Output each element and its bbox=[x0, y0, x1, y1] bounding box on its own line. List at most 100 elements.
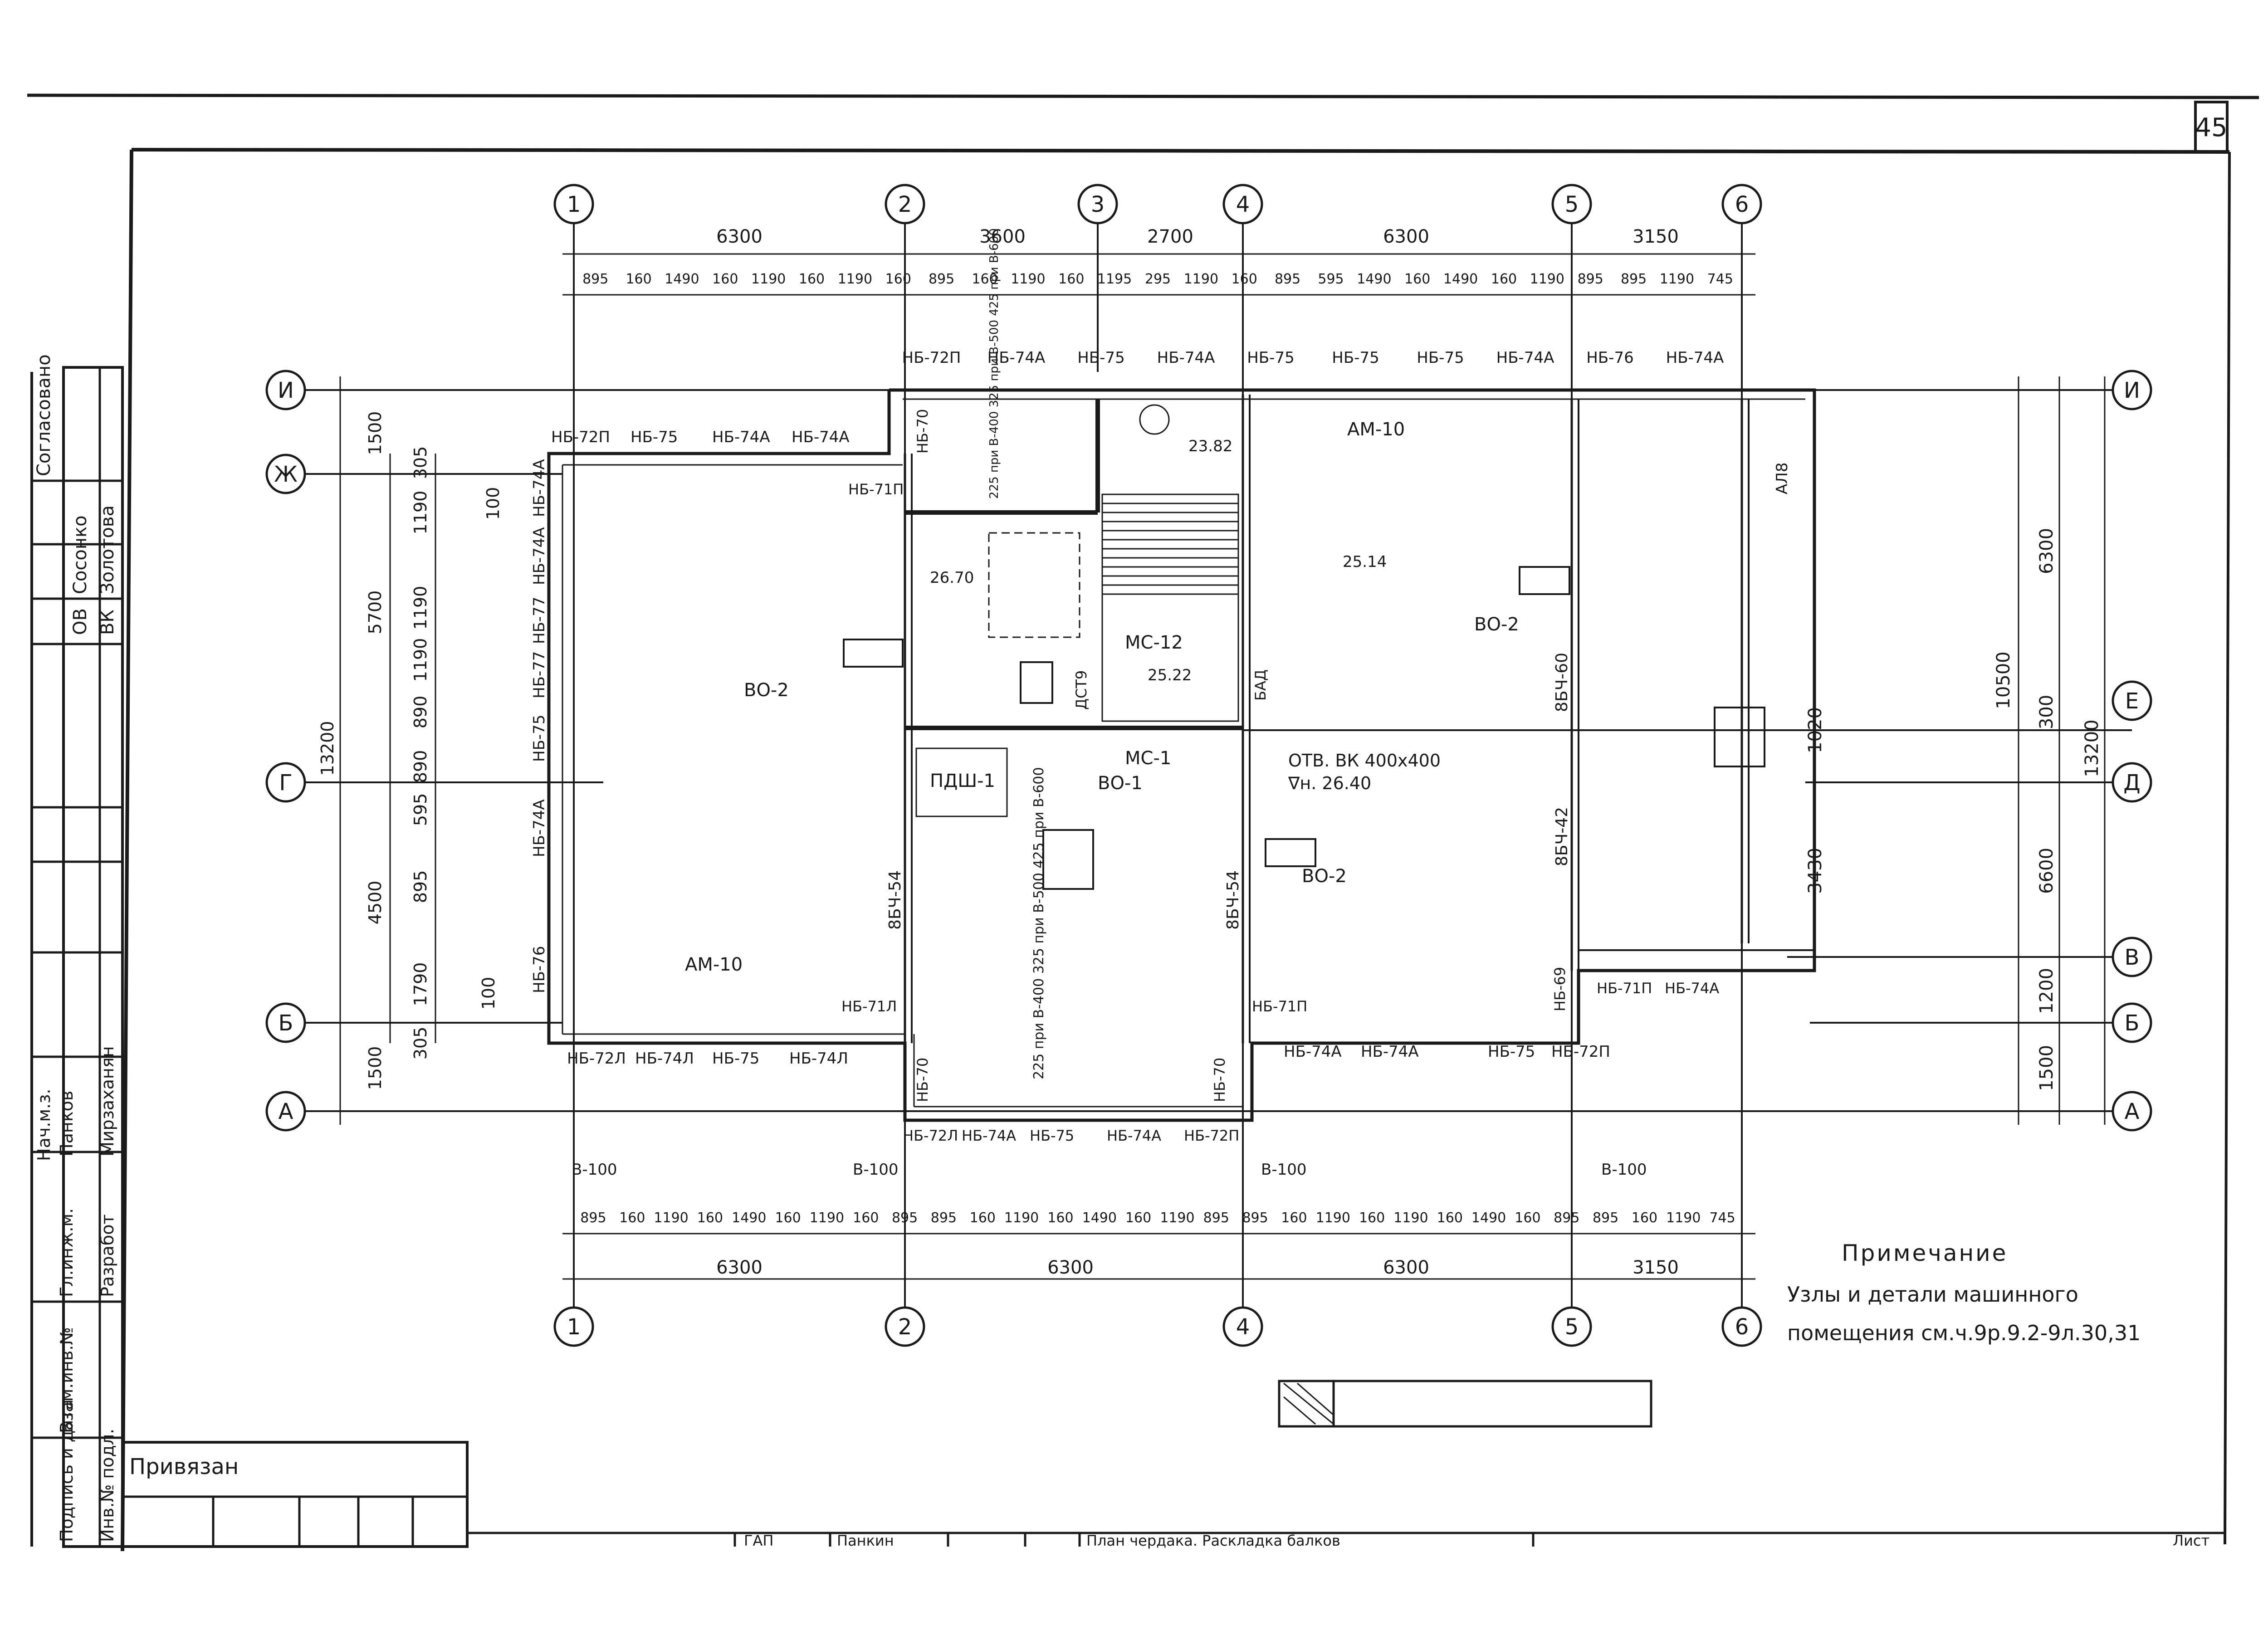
stamp-glav: Гл.инж.м. bbox=[57, 1208, 77, 1297]
dim-top-minor-21: 1490 bbox=[1443, 271, 1478, 287]
dim-bottom-minor-15: 160 bbox=[1125, 1210, 1151, 1226]
dim-bottom-minor-30: 745 bbox=[1709, 1210, 1735, 1226]
beam-top-8: НБ-74А bbox=[1496, 349, 1554, 367]
dim-right-13200: 13200 bbox=[2082, 719, 2102, 777]
dim-bottom-minor-7: 1190 bbox=[810, 1210, 844, 1226]
beam-bottom-2: НБ-74Л bbox=[635, 1049, 694, 1068]
dims-right: 6300 10500 300 13200 6600 1200 1500 1020… bbox=[1805, 528, 2102, 1091]
dim-bottom-minor-29: 1190 bbox=[1666, 1210, 1701, 1226]
dim-bottom-3: 6300 bbox=[1383, 1257, 1429, 1278]
dim-bottom-minor-24: 1490 bbox=[1471, 1210, 1506, 1226]
label-lvl-2670: 26.70 bbox=[930, 569, 974, 587]
dim-right-300: 300 bbox=[2036, 695, 2057, 729]
beam-bottom-7: НБ-75 bbox=[1488, 1043, 1535, 1061]
dim-top-1: 6300 bbox=[716, 226, 763, 247]
dim-left-895: 595 bbox=[411, 793, 430, 826]
dim-bottom-minor-14: 1490 bbox=[1082, 1210, 1117, 1226]
beams-misc: НБ-71П НБ-70 НБ-71Л НБ-71П НБ-70 НБ-69 Н… bbox=[841, 409, 1719, 1102]
label-vbch54-right: 8БЧ-54 bbox=[1224, 870, 1242, 930]
dim-left-1190c: 895 bbox=[411, 870, 430, 903]
beam-misc-4: НБ-71П bbox=[1252, 998, 1307, 1015]
note-line1: Узлы и детали машинного bbox=[1787, 1282, 2078, 1307]
dim-bottom-minor-5: 1490 bbox=[732, 1210, 766, 1226]
axis-6-bottom: 6 bbox=[1735, 1314, 1749, 1340]
axis-6-top: 6 bbox=[1735, 192, 1749, 217]
label-vo2-right: ВО-2 bbox=[1474, 614, 1519, 635]
label-vbch42: 8БЧ-42 bbox=[1553, 807, 1571, 866]
beam-top-10: НБ-74А bbox=[1666, 349, 1724, 367]
dim-bottom-minor-4: 160 bbox=[697, 1210, 723, 1226]
stamp-inv-zam: Взам.инв.№ bbox=[57, 1327, 77, 1433]
dim-left-1790: 1790 bbox=[411, 962, 430, 1006]
dim-left-890b: 890 bbox=[411, 696, 430, 729]
beam-left-col-7: НБ-76 bbox=[530, 946, 548, 993]
stamp-gap: ГАП bbox=[744, 1532, 773, 1549]
note-line2: помещения см.ч.9р.9.2-9л.30,31 bbox=[1787, 1321, 2141, 1345]
dim-bottom-minor-2: 160 bbox=[619, 1210, 645, 1226]
label-ms1: МС-1 bbox=[1125, 748, 1171, 769]
dim-bottom-minor-19: 160 bbox=[1281, 1210, 1307, 1226]
label-am10-top: АМ-10 bbox=[1347, 419, 1405, 440]
axis-Zh-left: Ж bbox=[274, 462, 298, 487]
axis-I-right: И bbox=[2124, 378, 2140, 403]
beam-bottom-8: НБ-72П bbox=[1551, 1043, 1610, 1061]
dim-top-minor-4: 160 bbox=[712, 271, 738, 287]
axis-B-right: Б bbox=[2125, 1010, 2140, 1036]
axis-5-bottom: 5 bbox=[1565, 1314, 1579, 1340]
label-al8: АЛ8 bbox=[1773, 463, 1791, 494]
dim-bottom-1: 6300 bbox=[716, 1257, 763, 1278]
dim-bottom-minor-28: 160 bbox=[1632, 1210, 1657, 1226]
axis-grid bbox=[304, 222, 2132, 1315]
label-vo2-left: ВО-2 bbox=[744, 680, 789, 701]
stamp-glav-name: Панков bbox=[57, 1091, 77, 1157]
side-stamp-text: Согласовано ОВ ВК Сосонко Золотова Нач.м… bbox=[34, 354, 118, 1542]
section-detail bbox=[1278, 1380, 1652, 1428]
stamp-vk: ВК bbox=[97, 610, 118, 635]
beam-top-7: НБ-75 bbox=[1417, 349, 1464, 367]
beam-misc-7: НБ-71П bbox=[1597, 980, 1652, 997]
dim-left-1500b: 1500 bbox=[365, 1046, 385, 1090]
dim-bottom-minor-20: 1190 bbox=[1316, 1210, 1350, 1226]
label-lvl-2522: 25.22 bbox=[1148, 666, 1192, 684]
staircase bbox=[915, 404, 1239, 817]
dim-bottom-minor-10: 895 bbox=[931, 1210, 957, 1226]
beam-bottom-5: НБ-74А bbox=[1284, 1043, 1342, 1061]
axis-B-left: Б bbox=[279, 1010, 293, 1036]
beam-misc-1: НБ-71П bbox=[848, 481, 904, 498]
beam-left-col-3: НБ-77 bbox=[530, 597, 548, 644]
dim-bottom-minor-11: 160 bbox=[970, 1210, 996, 1226]
dim-bottom-minor-17: 895 bbox=[1203, 1210, 1229, 1226]
beam-stair-2: НБ-74А bbox=[962, 1127, 1016, 1144]
axis-4-bottom: 4 bbox=[1236, 1314, 1250, 1340]
stamp-agreed: Согласовано bbox=[34, 354, 54, 476]
label-v100-2: В-100 bbox=[853, 1161, 899, 1179]
dims-bottom-minor: 895 160 1190 160 1490 160 1190 160 895 895 160 1190… bbox=[580, 1210, 1735, 1226]
beam-stair-3: НБ-75 bbox=[1030, 1127, 1074, 1144]
beam-left-col-4: НБ-77 bbox=[530, 651, 548, 698]
axis-labels: 1 2 3 4 5 6 1 2 4 5 6 И Ж Г Б А И Е Д В … bbox=[274, 192, 2141, 1340]
building-walls bbox=[547, 388, 1816, 1122]
beam-misc-6: НБ-69 bbox=[1551, 967, 1569, 1011]
dim-bottom-minor-9: 895 bbox=[892, 1210, 918, 1226]
stamp-name: Панкин bbox=[837, 1532, 894, 1549]
dims-top-major: 6300 3600 2700 6300 3150 bbox=[716, 226, 1679, 247]
dim-top-minor-22: 160 bbox=[1491, 271, 1517, 287]
dim-top-5: 3150 bbox=[1633, 226, 1679, 247]
beam-left-row-4: НБ-74А bbox=[792, 428, 850, 446]
beam-misc-2: НБ-70 bbox=[914, 409, 931, 454]
dim-left-1190b: 1190 bbox=[411, 586, 430, 630]
beam-misc-8: НБ-74А bbox=[1665, 980, 1719, 997]
label-stair-note-bottom: 225 при В-400 325 при В-500 425 при В-60… bbox=[1031, 767, 1047, 1079]
beam-top-9: НБ-76 bbox=[1586, 349, 1633, 367]
dim-left-4500: 4500 bbox=[365, 881, 385, 925]
dim-top-minor-16: 160 bbox=[1232, 271, 1257, 287]
dim-left-595: 890 bbox=[411, 750, 430, 783]
dim-top-minor-9: 895 bbox=[929, 271, 954, 287]
axis-V-right: В bbox=[2125, 945, 2140, 970]
dim-top-minor-15: 1190 bbox=[1184, 271, 1218, 287]
axis-1-bottom: 1 bbox=[567, 1314, 581, 1340]
dim-left-1500: 1500 bbox=[365, 411, 385, 455]
beam-left-col-5: НБ-75 bbox=[530, 715, 548, 762]
label-lvl-2382: 23.82 bbox=[1188, 437, 1232, 455]
